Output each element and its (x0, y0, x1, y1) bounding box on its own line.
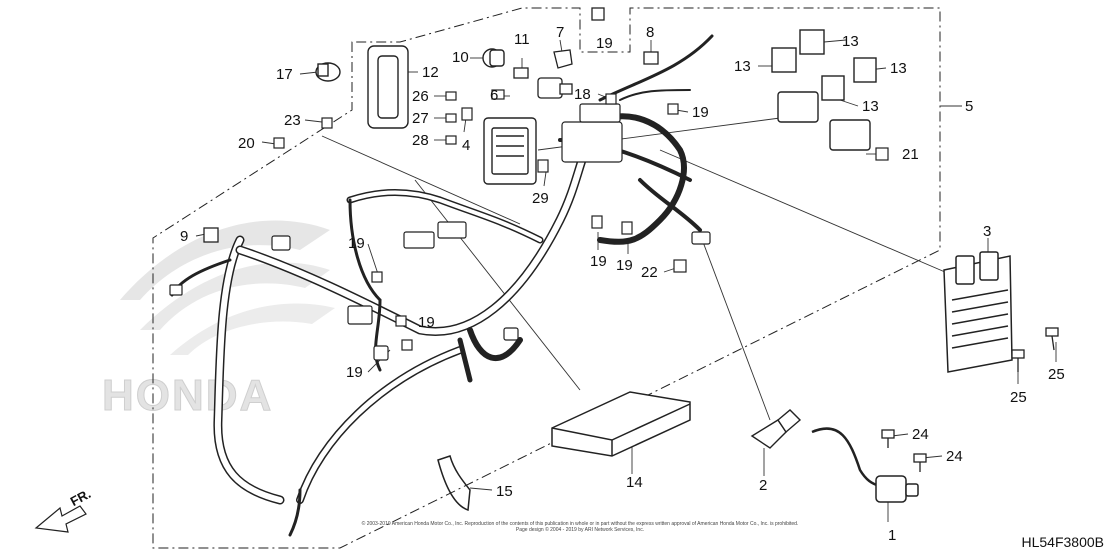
callout-5: 5 (965, 98, 973, 115)
callout-13d: 13 (862, 98, 879, 115)
callout-19c: 19 (590, 253, 607, 270)
callout-9: 9 (180, 228, 188, 245)
part-10-coupler (482, 48, 505, 68)
small-clips (445, 89, 505, 145)
callout-24a: 24 (912, 426, 929, 443)
callout-24b: 24 (946, 448, 963, 465)
part-15-band (437, 455, 471, 512)
callout-27: 27 (412, 110, 429, 127)
callout-19f: 19 (418, 314, 435, 331)
part-21-clip (875, 147, 889, 161)
copyright-line-1: © 2003-2019 American Honda Motor Co., In… (361, 521, 799, 527)
watermark-wordmark: HONDA (102, 371, 273, 420)
part-3-regulator-rectifier (943, 251, 1013, 373)
callout-26: 26 (412, 88, 429, 105)
part-14-cover (551, 391, 691, 457)
callout-25b: 25 (1048, 366, 1065, 383)
part-18-switch (537, 77, 573, 99)
fuse-box (483, 117, 537, 185)
small-connectors (203, 7, 659, 243)
callout-19a: 19 (596, 35, 613, 52)
part-2-plug-cap (750, 409, 802, 449)
callout-25a: 25 (1010, 389, 1027, 406)
clips-19-20-22-23 (273, 93, 687, 351)
callout-labels: 1 2 3 4 5 6 7 8 9 10 11 12 13 13 13 13 1… (180, 24, 1065, 544)
front-direction-arrow (34, 505, 87, 533)
copyright-notice: © 2003-2019 American Honda Motor Co., In… (320, 521, 840, 533)
callout-8: 8 (646, 24, 654, 41)
callout-7: 7 (556, 24, 564, 41)
part-1-starter-relay (811, 427, 919, 503)
callout-15: 15 (496, 483, 513, 500)
callout-29: 29 (532, 190, 549, 207)
callout-22: 22 (641, 264, 658, 281)
callout-4: 4 (462, 137, 470, 154)
harness-connectors (169, 103, 711, 361)
part-24-bolts (881, 429, 927, 472)
callout-19d: 19 (616, 257, 633, 274)
callout-12: 12 (422, 64, 439, 81)
callout-11: 11 (514, 31, 530, 48)
callout-2: 2 (759, 477, 767, 494)
callout-10: 10 (452, 49, 469, 66)
callout-19g: 19 (346, 364, 363, 381)
callout-3: 3 (983, 223, 991, 240)
copyright-line-2: Page design © 2004 - 2019 by ARI Network… (515, 527, 645, 533)
leader-lines (195, 13, 1057, 522)
callout-21: 21 (902, 146, 919, 163)
part-17-clamp (315, 62, 341, 82)
callout-13b: 13 (734, 58, 751, 75)
assembly-outline (152, 7, 941, 549)
callout-1: 1 (888, 527, 896, 544)
part-13-relays (771, 29, 877, 151)
callout-20: 20 (238, 135, 255, 152)
callout-6: 6 (490, 87, 498, 104)
callout-14: 14 (626, 474, 643, 491)
callout-13a: 13 (842, 33, 859, 50)
callout-28: 28 (412, 132, 429, 149)
callout-13c: 13 (890, 60, 907, 77)
main-wire-harness (170, 34, 714, 537)
part-25-bolts (1011, 327, 1059, 372)
callout-19e: 19 (348, 235, 365, 252)
callout-19b: 19 (692, 104, 709, 121)
callout-17: 17 (276, 66, 293, 83)
callout-23: 23 (284, 112, 301, 129)
drawing-code: HL54F3800B (1021, 534, 1104, 550)
callout-18: 18 (574, 86, 591, 103)
part-12-rubber-cover (367, 45, 409, 129)
